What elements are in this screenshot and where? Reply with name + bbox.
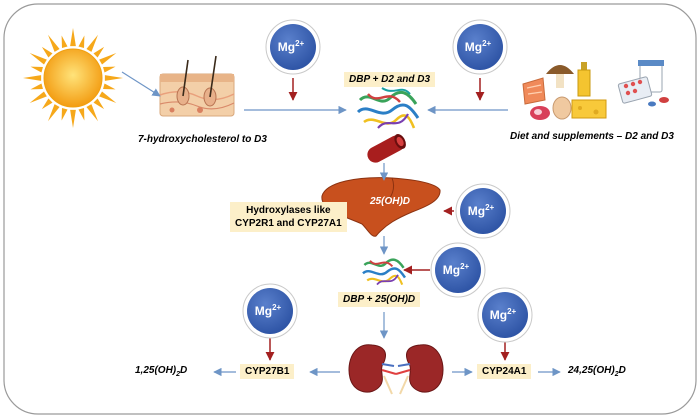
- liver-label: 25(OH)D: [370, 196, 411, 207]
- mg-charge: 2+: [482, 39, 491, 48]
- cyp27b1-label: CYP27B1: [240, 364, 295, 379]
- mg-ion-5: Mg2+: [242, 283, 298, 339]
- inactive-prefix: 24,25(OH): [568, 365, 615, 376]
- sun-ray: [41, 46, 53, 58]
- food-icon: [522, 62, 607, 120]
- sun-ray: [30, 83, 43, 90]
- mg-ion-label: Mg2+: [278, 39, 305, 54]
- calcitriol-suffix: D: [180, 365, 188, 376]
- mg-charge: 2+: [485, 203, 494, 212]
- mg-ion-label: Mg2+: [468, 203, 495, 218]
- hydroxylases-line-1: Hydroxylases like: [246, 205, 331, 216]
- mg-symbol: Mg: [490, 308, 507, 322]
- sun-ray: [99, 53, 117, 65]
- inactive-suffix: D: [618, 365, 626, 376]
- sun-ray: [93, 46, 105, 58]
- mg-ion-2: Mg2+: [452, 19, 508, 75]
- skin-caption: 7-hydroxycholesterol to D3: [138, 134, 267, 145]
- calcitriol-subscript: 2: [176, 371, 181, 378]
- dbp-25ohd-label: DBP + 25(OH)D: [338, 292, 421, 307]
- mg-ion-label: Mg2+: [255, 303, 282, 318]
- sun-icon: [23, 28, 123, 128]
- sun-ray: [61, 35, 68, 48]
- sun-ray: [41, 98, 53, 110]
- supplements-icon: [617, 60, 669, 107]
- mg-symbol: Mg: [255, 304, 272, 318]
- sun-ray: [86, 34, 98, 52]
- blood-vessel-icon: [367, 134, 406, 163]
- mg-ion-6: Mg2+: [477, 287, 533, 343]
- mg-ion-label: Mg2+: [490, 307, 517, 322]
- protein-icon: [356, 87, 420, 129]
- sun-ray: [103, 83, 116, 90]
- sun-ray: [23, 75, 42, 81]
- sun-ray: [103, 66, 116, 73]
- mg-charge: 2+: [272, 303, 281, 312]
- mg-ion-1: Mg2+: [265, 19, 321, 75]
- sun-ray: [70, 109, 76, 128]
- mg-symbol: Mg: [443, 263, 460, 277]
- sun-ray: [29, 91, 47, 103]
- sun-ray: [93, 98, 105, 110]
- sun-ray: [29, 53, 47, 65]
- kidney-icon: [348, 344, 397, 395]
- diet-caption: Diet and supplements – D2 and D3: [510, 131, 674, 142]
- arrow-sun-to-skin: [121, 71, 161, 97]
- kidney-icon: [395, 344, 444, 395]
- inactive-subscript: 2: [614, 371, 619, 378]
- cyp24a1-label: CYP24A1: [477, 364, 532, 379]
- dbp-d2-d3-label: DBP + D2 and D3: [344, 72, 436, 87]
- skin-icon: [159, 55, 235, 117]
- hydroxylases-line-2: CYP2R1 and CYP27A1: [235, 218, 342, 229]
- mg-symbol: Mg: [468, 204, 485, 218]
- mg-symbol: Mg: [465, 40, 482, 54]
- mg-ion-3: Mg2+: [455, 183, 511, 239]
- mg-arrows: [265, 78, 510, 361]
- mg-charge: 2+: [507, 307, 516, 316]
- mg-circles: Mg2+Mg2+Mg2+Mg2+Mg2+Mg2+: [242, 19, 533, 343]
- hydroxylases-label: Hydroxylases like CYP2R1 and CYP27A1: [230, 202, 347, 232]
- mg-charge: 2+: [460, 262, 469, 271]
- sun-ray: [86, 104, 98, 122]
- mg-ion-4: Mg2+: [430, 242, 486, 298]
- sun-ray: [78, 35, 85, 48]
- protein-icon: [362, 258, 407, 286]
- mg-ion-label: Mg2+: [443, 262, 470, 277]
- sun-ray: [70, 28, 76, 47]
- sun-ray: [30, 66, 43, 73]
- sun-ray: [48, 34, 60, 52]
- calcitriol-prefix: 1,25(OH): [135, 365, 177, 376]
- mg-symbol: Mg: [278, 40, 295, 54]
- sun-ray: [48, 104, 60, 122]
- mg-ion-label: Mg2+: [465, 39, 492, 54]
- sun-ray: [99, 91, 117, 103]
- sun-ray: [61, 108, 68, 121]
- mg-charge: 2+: [295, 39, 304, 48]
- sun-ray: [104, 75, 123, 81]
- calcitriol-label: 1,25(OH)2D: [135, 365, 187, 378]
- inactive-metabolite-label: 24,25(OH)2D: [568, 365, 626, 378]
- sun-ray: [78, 108, 85, 121]
- flow-arrows: [121, 71, 561, 377]
